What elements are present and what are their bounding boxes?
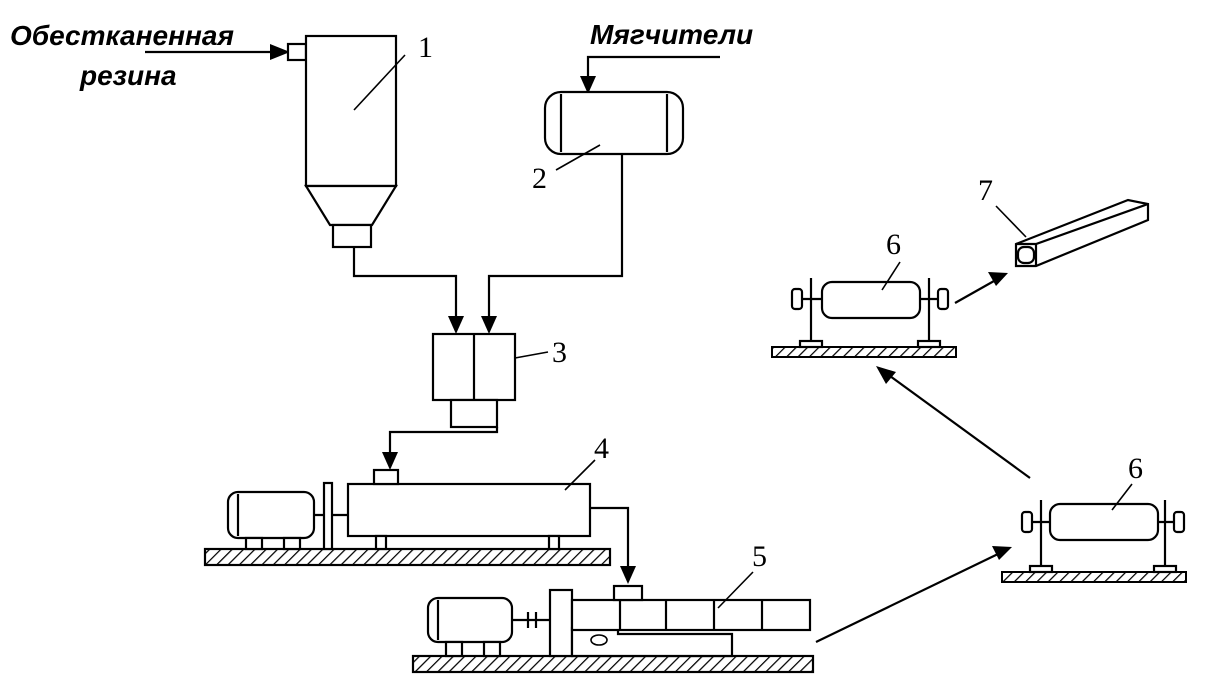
mixer-number: 4 (594, 432, 609, 465)
softeners-input-label: Мягчители (580, 19, 753, 94)
feed-line-to-mixer (382, 427, 499, 470)
doser: 3 (431, 332, 567, 429)
roller-station-first: 6 (771, 228, 957, 358)
roller-station-second: 6 (1001, 452, 1187, 583)
hopper-number: 1 (418, 31, 433, 64)
softener-tank: 2 (532, 90, 685, 195)
rubber-feed-arrow (145, 44, 290, 60)
arrow-extruder-to-rollers (815, 546, 1012, 643)
arrow-rollers-to-product (954, 272, 1008, 304)
extruder-number: 5 (752, 540, 767, 573)
rollers-second-number: 6 (1128, 452, 1143, 485)
product-strip: 7 (978, 174, 1150, 268)
rubber-label-line2: резина (79, 60, 177, 91)
feed-line-to-extruder (590, 506, 636, 584)
rubber-input-label: Обестканенная резина (10, 20, 234, 91)
hopper: 1 (286, 31, 433, 249)
feed-lines-to-doser (352, 154, 624, 334)
softeners-label: Мягчители (590, 19, 753, 50)
rollers-first-number: 6 (886, 228, 901, 261)
product-number: 7 (978, 174, 993, 207)
arrow-rollers-to-rollers (876, 366, 1031, 479)
doser-number: 3 (552, 336, 567, 369)
softener-tank-number: 2 (532, 162, 547, 195)
extruder: 5 (411, 540, 815, 674)
rubber-label-line1: Обестканенная (10, 20, 234, 51)
mixer: 4 (203, 432, 612, 567)
